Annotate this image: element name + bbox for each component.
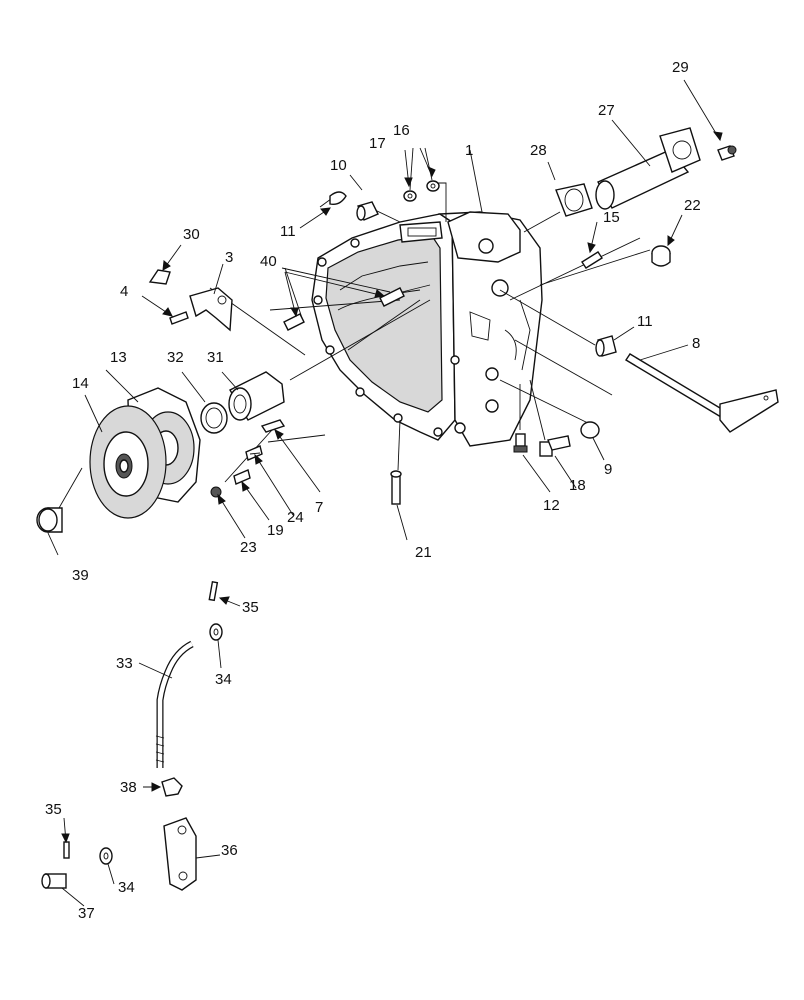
callout-3: 3: [225, 249, 233, 266]
clutch-housing: [311, 211, 543, 447]
callout-9: 9: [604, 461, 612, 478]
part-15-stud: [581, 251, 603, 269]
callout-13: 13: [110, 349, 127, 366]
callout-16: 16: [393, 122, 410, 139]
part-11b-bushing: [595, 335, 617, 357]
part-21-bolt: [390, 470, 402, 505]
part-32-ring: [200, 402, 228, 434]
callout-17: 17: [369, 135, 386, 152]
callout-35b: 35: [45, 801, 62, 818]
part-7-stud: [260, 419, 286, 433]
part-39-bushing: [36, 507, 63, 533]
callout-11a: 11: [280, 223, 296, 240]
part-30-clip: [148, 269, 171, 285]
callout-19: 19: [267, 522, 284, 539]
part-28-gasket: [555, 183, 593, 217]
part-4-pin: [169, 311, 189, 325]
part-31-bearing: [228, 371, 285, 421]
part-24-bolt: [245, 445, 263, 461]
part-35-pin-lower: [63, 841, 70, 859]
part-27-release-tube: [595, 127, 701, 210]
part-9-plug: [580, 421, 600, 439]
callout-33: 33: [116, 655, 133, 672]
part-34-washer-lower: [99, 847, 113, 865]
callout-1: 1: [465, 142, 473, 159]
part-36-clevis: [163, 817, 197, 891]
callout-12: 12: [543, 497, 560, 514]
callout-30: 30: [183, 226, 200, 243]
part-38-nut: [161, 777, 183, 797]
callout-22: 22: [684, 197, 701, 214]
callout-24: 24: [287, 509, 304, 526]
callout-8: 8: [692, 335, 700, 352]
callout-35a: 35: [242, 599, 259, 616]
part-19-bolt: [233, 469, 251, 485]
callout-21: 21: [415, 544, 432, 561]
callout-23: 23: [240, 539, 257, 556]
part-18-bolt: [539, 435, 571, 457]
callout-37: 37: [78, 905, 95, 922]
callout-15: 15: [603, 209, 620, 226]
callout-39: 39: [72, 567, 89, 584]
callout-36: 36: [221, 842, 238, 859]
callout-14: 14: [72, 375, 89, 392]
callout-38: 38: [120, 779, 137, 796]
part-22-plug: [651, 245, 671, 267]
part-29-bolt: [717, 145, 737, 161]
callout-arrows: [47, 79, 723, 907]
callout-34b: 34: [118, 879, 135, 896]
part-37-pin: [41, 873, 67, 889]
part-33-rod: [155, 640, 194, 768]
part-3-fork: [189, 287, 233, 332]
callout-29: 29: [672, 59, 689, 76]
part-23-nut: [210, 486, 222, 498]
callout-27: 27: [598, 102, 615, 119]
part-40-studs: [283, 287, 405, 331]
part-14-clutch-disc: [89, 405, 167, 519]
callout-18: 18: [569, 477, 586, 494]
callout-31: 31: [207, 349, 224, 366]
part-35-pin-upper: [208, 580, 219, 602]
part-8-shaft: [625, 353, 779, 433]
callout-4: 4: [120, 283, 128, 300]
part-10-bushing: [356, 201, 379, 221]
part-12-fitting: [513, 433, 528, 453]
callout-11b: 11: [637, 313, 653, 330]
part-11-seal: [329, 191, 347, 206]
callout-40: 40: [260, 253, 277, 270]
callout-labels: 1 3 4 7 8 9 10 11 11 12 13 14 15 16 17 1…: [45, 59, 701, 922]
part-34-washer-upper: [209, 623, 223, 641]
part-17-nut: [403, 190, 417, 202]
callout-32: 32: [167, 349, 184, 366]
callout-34a: 34: [215, 671, 232, 688]
callout-7: 7: [315, 499, 323, 516]
part-16-washer: [426, 180, 440, 192]
callout-28: 28: [530, 142, 547, 159]
callout-10: 10: [330, 157, 347, 174]
